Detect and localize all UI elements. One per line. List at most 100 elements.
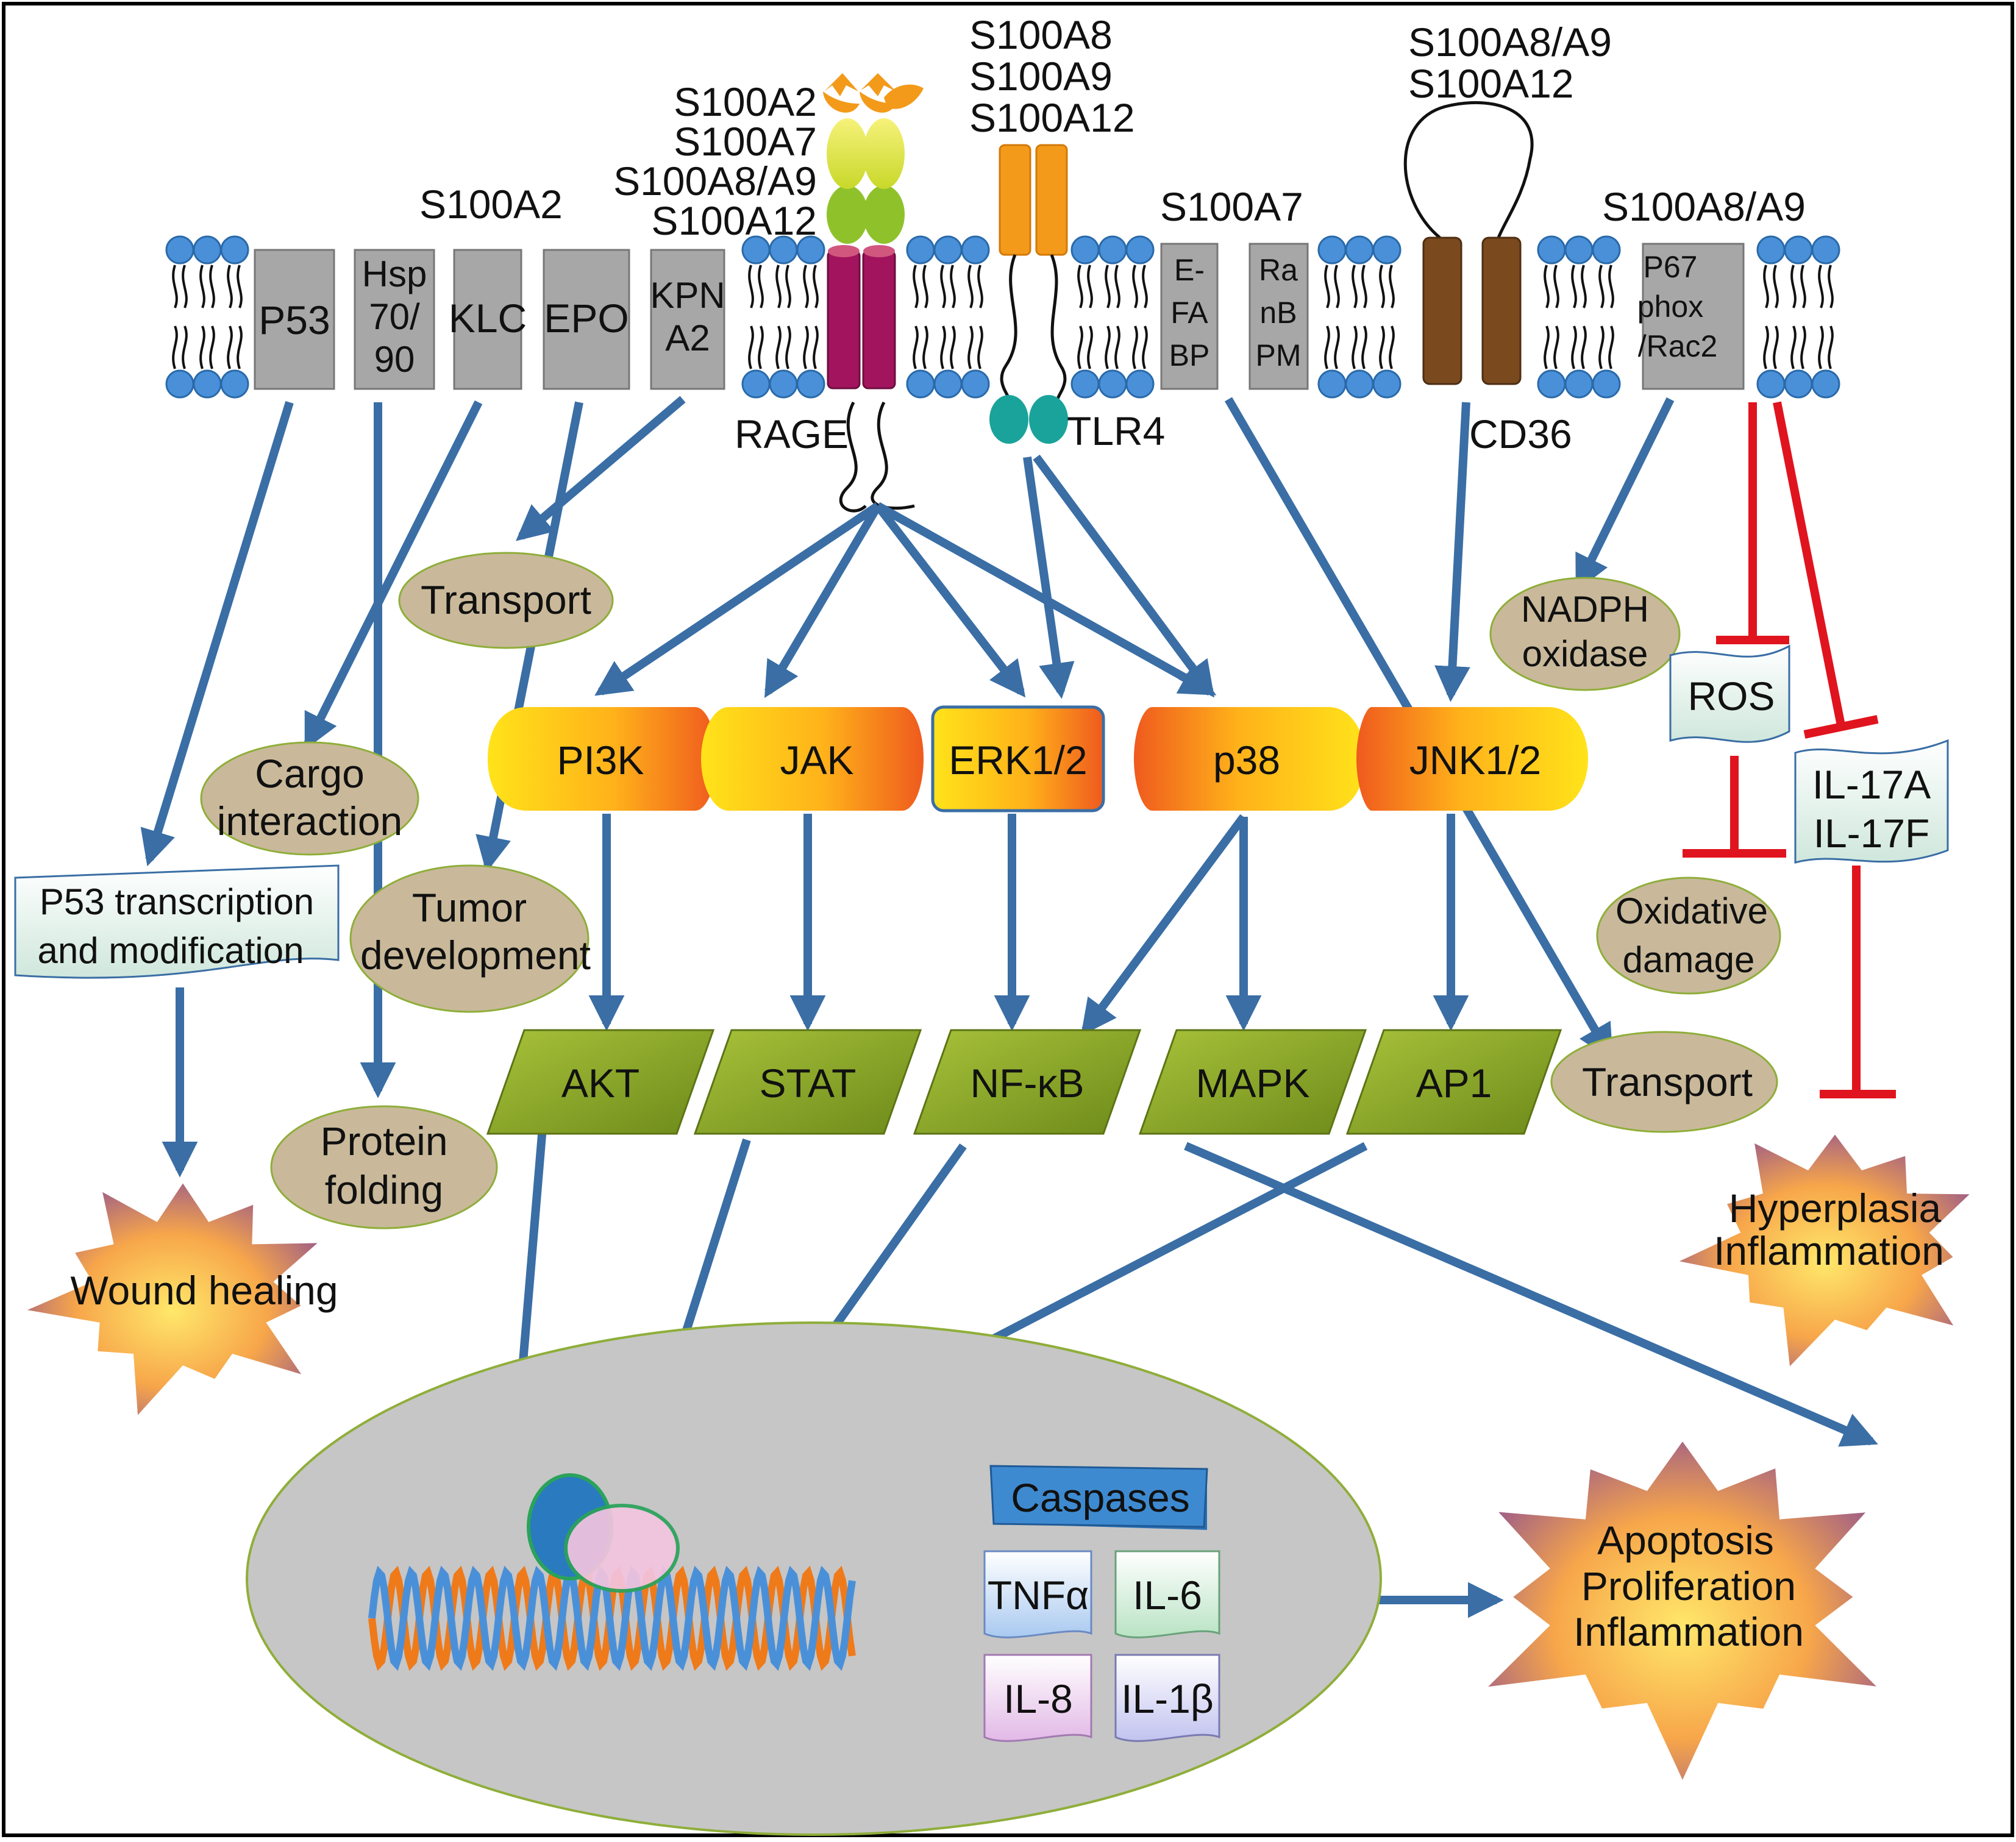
lipid-head (193, 369, 222, 399)
folding-ellipse (270, 1105, 498, 1229)
lipid-head (961, 369, 990, 399)
tlr4-ligand-2: S100A9 (969, 54, 1113, 99)
lipid-tail (1379, 265, 1395, 308)
arrow-nfkb-nucleus (810, 1143, 967, 1362)
lipid-tail (1077, 325, 1093, 369)
lipid-head (1811, 235, 1840, 265)
lipid-head (1592, 369, 1621, 399)
p53-box (254, 249, 335, 390)
lipid-tail (967, 265, 983, 308)
lipid-head (1345, 369, 1374, 399)
arrow-cd36-jnk (1434, 402, 1470, 702)
lipid-tail (1132, 325, 1148, 369)
lipid-tail (1790, 265, 1806, 308)
lipid-head (1592, 235, 1621, 265)
lipid-head (1070, 369, 1100, 399)
lipid-tail (1324, 325, 1340, 369)
nadph-ellipse (1489, 577, 1681, 691)
lipid-tail (172, 325, 188, 369)
lipid-head (165, 235, 194, 265)
efabp-label-3: BP (1169, 338, 1210, 372)
lipid-head (1537, 235, 1566, 265)
tumor-label-1: Tumor (412, 885, 527, 930)
tlr4-label: TLR4 (1067, 408, 1165, 453)
lipid-head (1098, 369, 1127, 399)
il17-label-1: IL-17A (1812, 762, 1931, 807)
lipid-head (769, 369, 798, 399)
p53-label: P53 (258, 297, 330, 343)
lipid-tail (199, 325, 215, 369)
s100a7-label: S100A7 (1160, 184, 1303, 229)
cytokine-il6: IL-6 (1133, 1573, 1202, 1618)
lipid-head (933, 235, 963, 265)
arrow-p67-nadph (1575, 397, 1675, 592)
kinase-pi3k: PI3K (557, 738, 644, 783)
arrow-klc-cargo (304, 400, 483, 750)
efabp-label-1: E- (1174, 253, 1205, 287)
arrow-tlr4-erk (1023, 457, 1075, 699)
lipid-tail (199, 265, 215, 308)
lipid-head (1317, 369, 1347, 399)
outcome-apoptosis-2: Proliferation (1581, 1563, 1796, 1609)
il17-label-2: IL-17F (1814, 811, 1930, 856)
lipid-head (906, 369, 935, 399)
lipid-head (220, 369, 249, 399)
lipid-tail (1379, 325, 1395, 369)
lipid-tail (1763, 325, 1779, 369)
lipid-head (741, 369, 771, 399)
lipid-tail (1790, 325, 1806, 369)
arrow-ap1-nucleus (941, 1142, 1368, 1367)
lipid-tail (1105, 265, 1120, 308)
lipid-head (1098, 235, 1127, 265)
tf-mapk-shape (1138, 1029, 1367, 1135)
il8-tag (983, 1654, 1092, 1742)
lipid-tail (227, 265, 243, 308)
lipid-head (1756, 369, 1786, 399)
kinase-jak: JAK (780, 738, 853, 783)
cargo-label-1: Cargo (255, 751, 365, 796)
lipid-tail (913, 265, 928, 308)
arrow-rage-pi3k (594, 502, 880, 696)
nadph-label-1: NADPH (1521, 589, 1649, 630)
lipid-tail (1077, 265, 1093, 308)
arrow-p53-tx (140, 400, 294, 867)
lipid-tail (940, 265, 956, 308)
lipid-tail (913, 325, 928, 369)
p53-tx-label-2: and modification (38, 930, 304, 971)
dna-factor-pink (564, 1504, 680, 1593)
kinase-bar: PI3K JAK ERK1/2 p38 JNK1/2 (488, 705, 1588, 813)
jnk-shape (1356, 707, 1588, 811)
arrow-p38-nfkb (1080, 814, 1247, 1036)
lipid-tail (172, 265, 188, 308)
lipid-tail (1544, 325, 1559, 369)
il1b-tag (1114, 1654, 1220, 1742)
lipid-head (1317, 235, 1347, 265)
membrane-protein-labels: P53 Hsp 70/ 90 KLC EPO KPN A2 E- FA BP R… (258, 250, 1717, 380)
p38-shape (1134, 707, 1366, 811)
lipid-tail (1818, 265, 1834, 308)
cd36-ligand-1: S100A8/A9 (1408, 20, 1612, 65)
kpna2-label-2: A2 (665, 318, 710, 358)
klc-label: KLC (449, 296, 527, 341)
tumor-label-2: development (360, 933, 591, 978)
klc-box (453, 249, 522, 390)
cd36-receptor (1403, 101, 1534, 385)
lipid-head (796, 369, 825, 399)
lipid-head (1345, 235, 1374, 265)
lipid-head (961, 235, 990, 265)
lipid-head (1564, 369, 1594, 399)
cytokine-il8: IL-8 (1003, 1676, 1073, 1721)
hsp-box (354, 249, 435, 390)
tumor-ellipse (349, 864, 589, 1013)
lipid-head (1811, 369, 1840, 399)
arrow-kpna2-transport (516, 396, 686, 541)
oxidative-label-2: damage (1623, 939, 1755, 980)
lipid-tail (803, 325, 819, 369)
ros-label: ROS (1687, 674, 1775, 719)
cd36-ligand-2: S100A12 (1408, 61, 1574, 106)
lipid-head (1756, 235, 1786, 265)
oxidative-ellipse (1596, 877, 1781, 995)
epo-label: EPO (544, 296, 629, 341)
folding-label-2: folding (325, 1167, 444, 1212)
tf-stat-shape (693, 1029, 922, 1135)
